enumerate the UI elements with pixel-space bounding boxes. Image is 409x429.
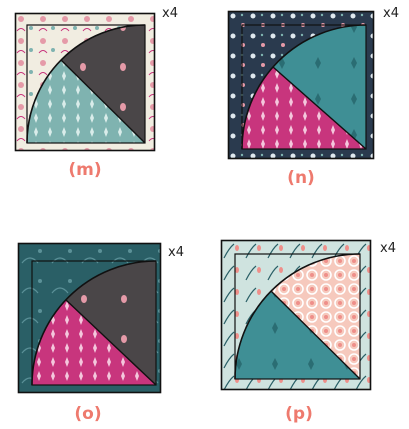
block-o-label: (o) (74, 404, 102, 424)
block-m (14, 12, 156, 152)
block-n-diagram (227, 10, 375, 160)
block-o-diagram (17, 242, 162, 394)
block-m-label: (m) (68, 160, 102, 180)
block-n (227, 10, 375, 160)
block-n-arc-pink (242, 67, 366, 149)
block-n-label: (n) (287, 168, 315, 188)
block-p-diagram (220, 239, 372, 391)
block-p-arc-teal (234, 291, 360, 379)
block-m-quantity: x4 (162, 6, 178, 21)
block-p-label: (p) (285, 404, 313, 424)
block-o-quantity: x4 (168, 245, 184, 260)
block-o-arc-pink (32, 300, 156, 385)
block-o-border (17, 242, 162, 394)
block-o (17, 242, 162, 394)
block-p-quantity: x4 (380, 241, 396, 256)
block-n-quantity: x4 (383, 6, 399, 21)
block-m-diagram (14, 12, 156, 152)
block-m-border (14, 12, 156, 152)
block-m-arc-aqua (26, 60, 145, 143)
block-n-border (227, 10, 375, 160)
block-p (220, 239, 372, 391)
block-p-border (220, 239, 372, 391)
